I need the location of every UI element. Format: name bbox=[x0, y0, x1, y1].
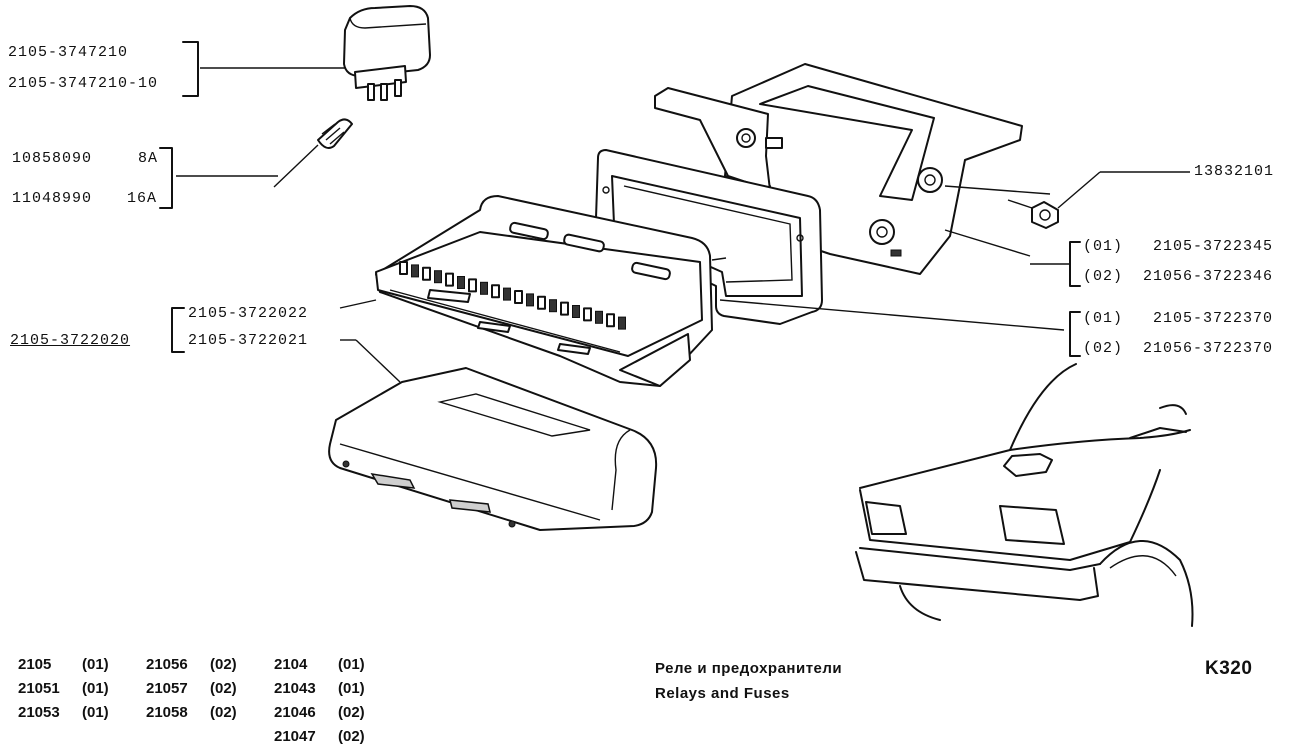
fuse-part-number: 11048990 bbox=[12, 190, 93, 207]
bracket-part-number: (01) 2105-3722345 bbox=[1083, 238, 1274, 255]
fuse-slot bbox=[618, 316, 626, 330]
fuse-slot bbox=[514, 290, 523, 304]
gasket-frame-drawing bbox=[595, 149, 823, 325]
fuse-drawing bbox=[176, 118, 353, 188]
model-code: 2104 bbox=[274, 655, 308, 673]
fuse-slot bbox=[537, 295, 546, 310]
gasket-part-bracket bbox=[1069, 311, 1081, 357]
model-variant: (02) bbox=[210, 703, 237, 721]
model-variant bbox=[210, 724, 274, 748]
fuse-slot bbox=[457, 276, 465, 289]
gasket-part-number: (01) 2105-3722370 bbox=[1083, 310, 1274, 327]
relay-part-number: 2105-3747210 bbox=[8, 44, 129, 61]
fusebox-part-number: 2105-3722022 bbox=[188, 305, 309, 322]
nut-part-number: 13832101 bbox=[1194, 163, 1275, 180]
fuse-slot bbox=[583, 307, 592, 322]
fuse-slot bbox=[595, 310, 603, 324]
fuse-slot bbox=[411, 264, 419, 278]
fuse-slot bbox=[560, 301, 569, 316]
fusebox-part-bracket bbox=[171, 307, 185, 353]
model-code bbox=[18, 724, 82, 748]
model-variant: (02) bbox=[210, 655, 237, 673]
fuse-slot bbox=[526, 293, 534, 307]
model-code: 21053 bbox=[18, 703, 60, 721]
table-row: 21051 (01) 21057 (02) 21043 (01) bbox=[18, 676, 402, 700]
model-variant: (01) bbox=[82, 679, 109, 697]
model-variant: (01) bbox=[338, 655, 365, 673]
fuse-slot bbox=[549, 299, 557, 313]
gasket-part-number: (02) 21056-3722370 bbox=[1083, 340, 1274, 357]
model-code: 21056 bbox=[146, 655, 188, 673]
model-code: 21051 bbox=[18, 679, 60, 697]
model-variant: (02) bbox=[338, 727, 365, 745]
table-row: 21047 (02) bbox=[18, 724, 402, 748]
model-variant bbox=[82, 724, 146, 748]
bracket-part-bracket bbox=[1069, 241, 1081, 287]
fuse-slot bbox=[399, 261, 408, 275]
fuse-slot bbox=[445, 272, 454, 287]
model-applicability-table: 2105 (01) 21056 (02) 2104 (01) 21051 (01… bbox=[18, 652, 402, 748]
relay-drawing bbox=[200, 5, 431, 101]
model-code: 21043 bbox=[274, 679, 316, 697]
model-code: 2105 bbox=[18, 655, 52, 673]
fuse-slot bbox=[480, 281, 488, 295]
fuse-part-bracket bbox=[159, 147, 173, 209]
car-front-drawing bbox=[855, 363, 1194, 627]
fuse-part-number: 10858090 bbox=[12, 150, 93, 167]
relay-part-bracket bbox=[182, 41, 199, 97]
model-code: 21058 bbox=[146, 703, 188, 721]
model-variant: (01) bbox=[82, 655, 109, 673]
model-variant: (01) bbox=[82, 703, 109, 721]
model-variant: (02) bbox=[338, 703, 365, 721]
fuse-slot bbox=[434, 270, 442, 284]
fuse-slot bbox=[503, 287, 511, 301]
model-code: 21046 bbox=[274, 703, 316, 721]
model-code bbox=[146, 724, 210, 748]
fuse-slot bbox=[572, 305, 580, 318]
nut-drawing bbox=[1007, 171, 1190, 229]
fuse-block-drawing bbox=[339, 195, 1065, 387]
table-row: 21053 (01) 21058 (02) 21046 (02) bbox=[18, 700, 402, 724]
fuse-slot bbox=[606, 313, 615, 328]
table-row: 2105 (01) 21056 (02) 2104 (01) bbox=[18, 652, 402, 676]
fuse-slot bbox=[422, 266, 431, 281]
page-code: K320 bbox=[1205, 658, 1253, 679]
relay-part-number: 2105-3747210-10 bbox=[8, 75, 159, 92]
fusebox-assembly-number: 2105-3722020 bbox=[10, 332, 131, 349]
fusebox-part-number: 2105-3722021 bbox=[188, 332, 309, 349]
fuse-rating: 16A bbox=[127, 190, 158, 207]
caption-english: Relays and Fuses bbox=[655, 685, 790, 702]
model-variant: (02) bbox=[210, 679, 237, 697]
caption-russian: Реле и предохранители bbox=[655, 660, 843, 677]
fuse-block-cover-drawing bbox=[328, 367, 658, 531]
fuse-slot bbox=[491, 284, 500, 299]
model-code: 21047 bbox=[274, 727, 316, 745]
bracket-part-number: (02) 21056-3722346 bbox=[1083, 268, 1274, 285]
model-code: 21057 bbox=[146, 679, 188, 697]
fuse-rating: 8A bbox=[138, 150, 159, 167]
model-variant: (01) bbox=[338, 679, 365, 697]
fuse-slot bbox=[468, 278, 477, 293]
